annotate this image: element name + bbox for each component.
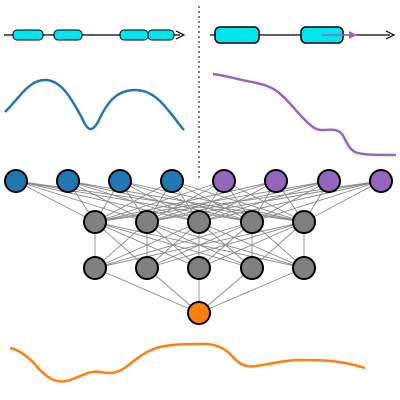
- input-node-4: [160, 169, 184, 193]
- edge-input-4-to-hidden-1-0: [94, 180, 225, 223]
- input-node-5: [212, 169, 236, 193]
- edge-input-7-to-hidden-1-1: [146, 180, 382, 223]
- input-node-3: [108, 169, 132, 193]
- left-feature-1: [12, 29, 44, 41]
- hidden-1-node-4: [240, 210, 264, 234]
- input-node-8: [369, 169, 393, 193]
- hidden-2-node-2: [135, 256, 159, 280]
- input-node-1: [4, 169, 28, 193]
- purple-arrow-right-icon: [322, 31, 357, 39]
- edge-input-7-to-hidden-1-3: [251, 180, 382, 223]
- left-track-arrowhead: [175, 30, 186, 40]
- hidden-1-node-2: [135, 210, 159, 234]
- edge-hidden-1-4-to-hidden-2-1: [146, 221, 305, 269]
- network-nodes: [4, 169, 393, 325]
- left-feature-4: [147, 29, 175, 41]
- edge-input-0-to-hidden-1-0: [15, 180, 96, 223]
- network-edges: [15, 180, 382, 314]
- right-track-arrowhead: [385, 30, 396, 40]
- edge-hidden-1-4-to-hidden-2-2: [198, 221, 305, 269]
- left-track: [4, 29, 186, 41]
- output-node-1: [187, 301, 211, 325]
- edge-hidden-1-2-to-hidden-2-0: [94, 221, 200, 269]
- edge-hidden-1-3-to-hidden-2-0: [94, 221, 253, 269]
- edge-hidden-2-0-to-output-0: [94, 267, 200, 314]
- edge-input-5-to-hidden-1-0: [94, 180, 277, 223]
- edge-hidden-1-4-to-hidden-2-0: [94, 221, 305, 269]
- edge-input-7-to-hidden-1-2: [198, 180, 382, 223]
- edge-input-3-to-hidden-1-0: [94, 180, 173, 223]
- edge-input-6-to-hidden-1-0: [94, 180, 330, 223]
- left-feature-3: [119, 29, 149, 41]
- output-signal-curve: [9, 342, 366, 383]
- right-track: [210, 26, 396, 44]
- edge-hidden-2-4-to-output-0: [198, 267, 305, 314]
- hidden-1-node-3: [187, 210, 211, 234]
- left-signal-curve: [4, 78, 185, 131]
- hidden-1-node-1: [83, 210, 107, 234]
- hidden-2-node-5: [292, 256, 316, 280]
- hidden-2-node-3: [187, 256, 211, 280]
- input-node-7: [317, 169, 341, 193]
- hidden-1-node-5: [292, 210, 316, 234]
- right-signal-curve: [212, 72, 397, 157]
- input-node-2: [56, 169, 80, 193]
- hidden-2-node-4: [240, 256, 264, 280]
- edge-input-7-to-hidden-1-4: [303, 180, 382, 223]
- left-feature-2: [53, 29, 83, 41]
- hidden-2-node-1: [83, 256, 107, 280]
- right-feature-1: [214, 26, 260, 44]
- input-node-6: [264, 169, 288, 193]
